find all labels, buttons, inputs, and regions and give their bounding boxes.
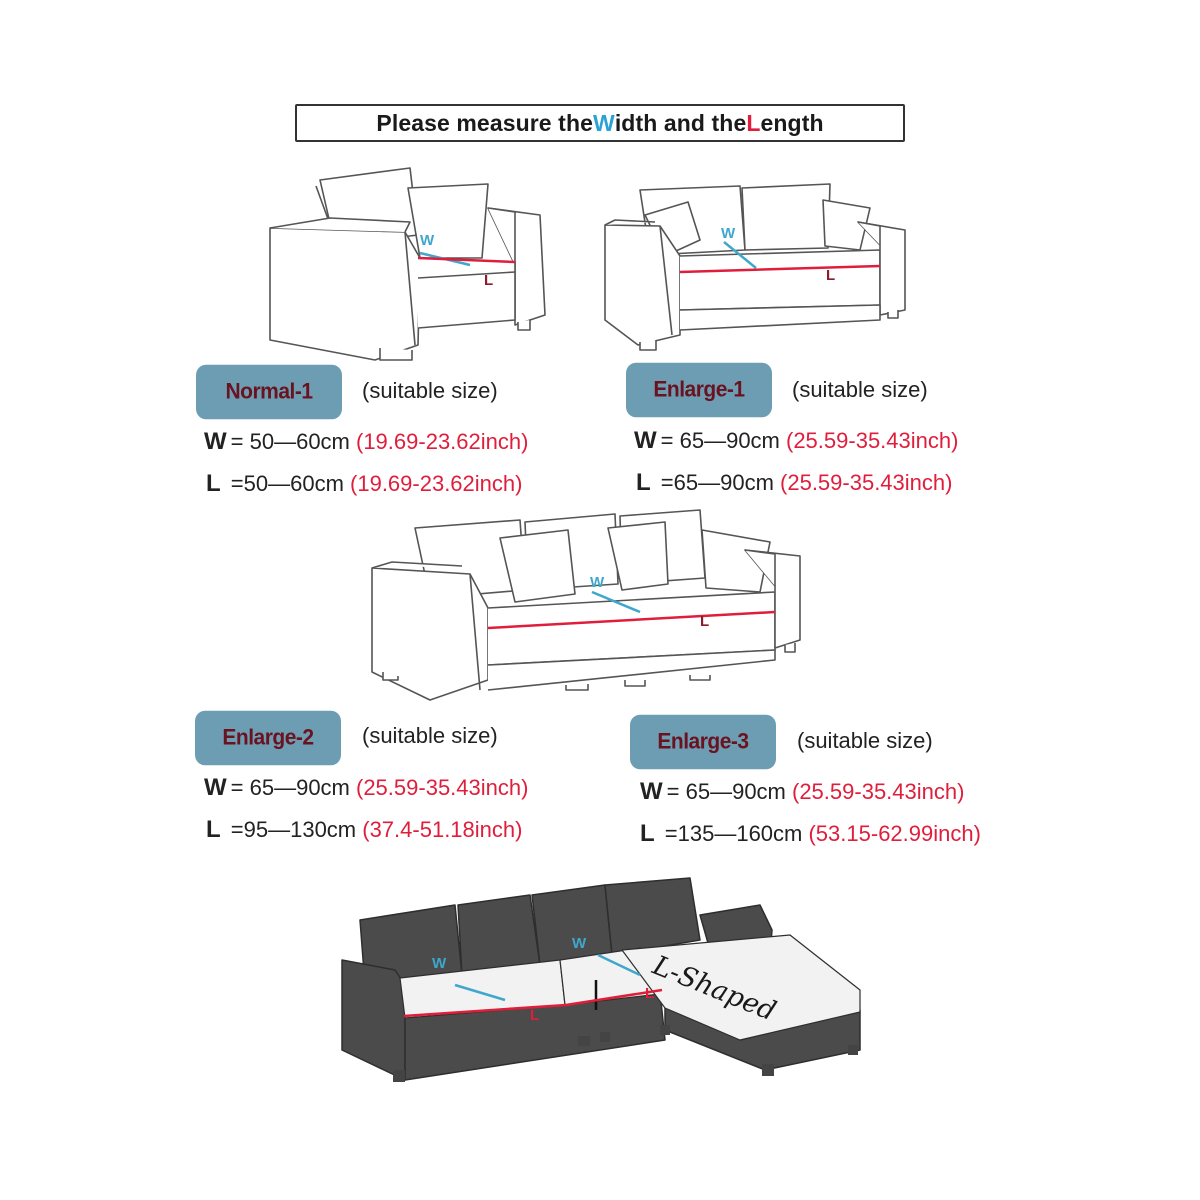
normal-1-width: W= 50—60cm (19.69-23.62inch) — [204, 428, 528, 456]
enlarge-3-width: W= 65—90cm (25.59-35.43inch) — [640, 778, 964, 806]
length-marker: L — [826, 267, 835, 284]
normal-1-length: L =50—60cm (19.69-23.62inch) — [206, 470, 522, 498]
w-cm: = 65—90cm — [230, 775, 356, 800]
enlarge-2-width: W= 65—90cm (25.59-35.43inch) — [204, 774, 528, 802]
title-w-letter: W — [593, 109, 615, 136]
enlarge-1-suitable: (suitable size) — [792, 377, 928, 402]
loveseat-illustration — [604, 183, 906, 351]
l-shaped-sofa-illustration — [341, 877, 861, 1082]
l-key: L — [640, 820, 655, 847]
title-text-2: idth and the — [614, 109, 747, 136]
w-key: W — [640, 778, 663, 805]
title-text-1: Please measure the — [376, 109, 593, 136]
w-inch: (25.59-35.43inch) — [786, 428, 959, 453]
w-cm: = 65—90cm — [666, 779, 792, 804]
width-marker: W — [432, 955, 447, 972]
w-cm: = 50—60cm — [230, 429, 356, 454]
l-key: L — [206, 816, 221, 843]
enlarge-2-badge: Enlarge-2 — [195, 710, 341, 766]
l-cm: =135—160cm — [658, 821, 809, 846]
enlarge-3-length: L =135—160cm (53.15-62.99inch) — [640, 820, 981, 848]
l-inch: (19.69-23.62inch) — [350, 471, 523, 496]
width-marker: W — [721, 225, 736, 242]
length-marker: L — [530, 1007, 539, 1024]
width-marker: W — [590, 574, 605, 591]
l-inch: (53.15-62.99inch) — [808, 821, 981, 846]
l-inch: (25.59-35.43inch) — [780, 470, 953, 495]
w-key: W — [204, 428, 227, 455]
width-marker: W — [420, 232, 435, 249]
length-marker: L — [645, 985, 654, 1002]
enlarge-3-badge: Enlarge-3 — [630, 714, 776, 770]
l-key: L — [206, 470, 221, 497]
enlarge-3-suitable: (suitable size) — [797, 728, 933, 753]
l-cm: =50—60cm — [224, 471, 351, 496]
armchair-illustration — [269, 167, 546, 361]
w-key: W — [634, 427, 657, 454]
l-key: L — [636, 469, 651, 496]
length-marker: L — [484, 272, 493, 289]
three-seat-sofa-illustration — [371, 509, 801, 701]
enlarge-1-length: L =65—90cm (25.59-35.43inch) — [636, 469, 952, 497]
l-cm: =65—90cm — [654, 470, 781, 495]
enlarge-2-suitable: (suitable size) — [362, 723, 498, 748]
enlarge-2-length: L =95—130cm (37.4-51.18inch) — [206, 816, 522, 844]
l-inch: (37.4-51.18inch) — [362, 817, 523, 842]
title-l-letter: L — [746, 109, 761, 136]
w-inch: (19.69-23.62inch) — [356, 429, 529, 454]
w-key: W — [204, 774, 227, 801]
normal-1-suitable: (suitable size) — [362, 378, 498, 403]
enlarge-1-badge: Enlarge-1 — [626, 362, 772, 418]
w-cm: = 65—90cm — [660, 428, 786, 453]
enlarge-1-width: W= 65—90cm (25.59-35.43inch) — [634, 427, 958, 455]
w-inch: (25.59-35.43inch) — [356, 775, 529, 800]
width-marker: W — [572, 935, 587, 952]
length-marker: L — [700, 613, 709, 630]
l-cm: =95—130cm — [224, 817, 363, 842]
title-text-3: ength — [760, 109, 824, 136]
w-inch: (25.59-35.43inch) — [792, 779, 965, 804]
normal-1-badge: Normal-1 — [196, 364, 342, 420]
